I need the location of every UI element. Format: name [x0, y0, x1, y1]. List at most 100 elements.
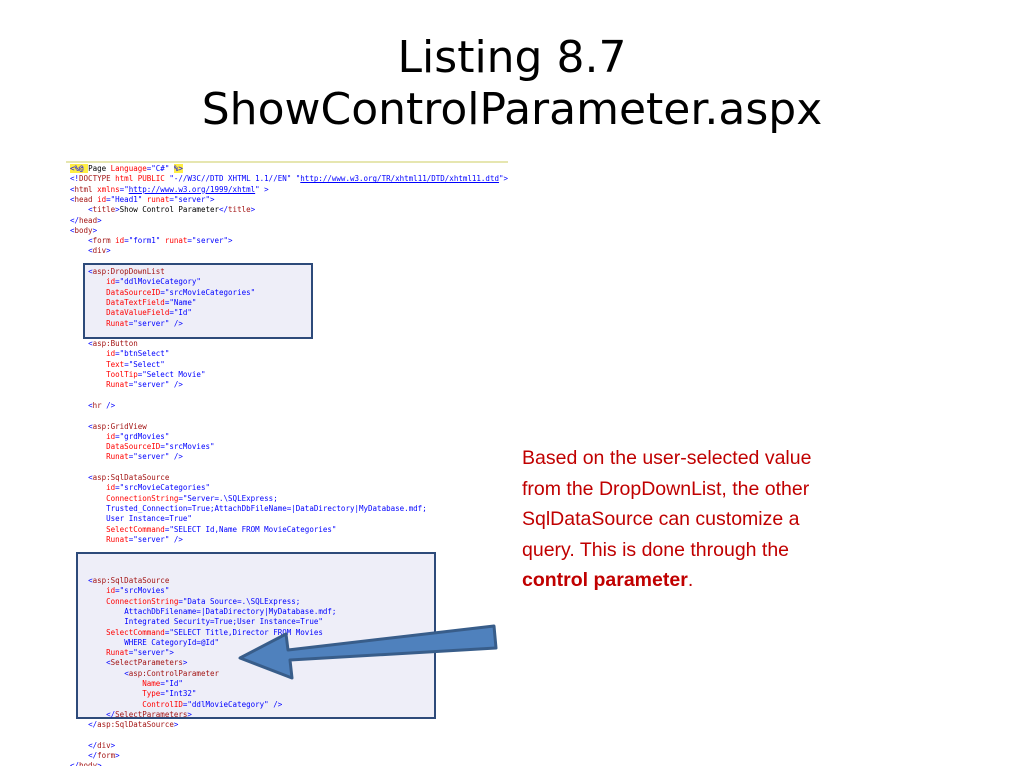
code-token: </	[219, 205, 229, 215]
code-token: head	[79, 215, 98, 225]
code-token: =	[119, 184, 125, 194]
code-token: id	[106, 431, 116, 441]
code-token: Show Control Parameter	[119, 205, 220, 215]
code-token: <	[88, 267, 93, 276]
code-token: <	[88, 400, 93, 410]
code-line: </body>	[70, 761, 102, 766]
code-token	[70, 710, 106, 719]
code-token: body	[79, 761, 98, 766]
code-token: >	[97, 215, 102, 225]
code-token: "Data Source=.\SQLExpress;	[182, 596, 301, 606]
code-token	[70, 277, 106, 286]
code-line: AttachDbFilename=|DataDirectory|MyDataba…	[70, 607, 336, 617]
code-token	[70, 679, 142, 688]
code-token	[70, 319, 106, 328]
code-token: "Name"	[169, 297, 197, 307]
code-line: SelectCommand="SELECT Id,Name FROM Movie…	[70, 525, 336, 535]
code-token	[70, 638, 124, 647]
code-token	[70, 597, 106, 606]
code-token: <	[88, 576, 93, 585]
code-line: Type="Int32"	[70, 689, 196, 699]
code-token	[70, 607, 124, 616]
code-token: title	[228, 205, 251, 215]
code-token	[70, 689, 142, 698]
code-token: />	[173, 534, 183, 544]
code-token	[70, 628, 106, 637]
code-token: "Id"	[164, 679, 183, 688]
code-token: =	[164, 627, 170, 637]
code-token: >	[228, 236, 233, 246]
code-line: </asp:SqlDataSource>	[70, 720, 178, 730]
code-line: ControlID="ddlMovieCategory" />	[70, 700, 282, 710]
code-token	[70, 494, 106, 503]
code-token: "Select Movie"	[142, 370, 206, 379]
code-token	[70, 576, 88, 585]
code-token: User Instance=True"	[106, 514, 192, 524]
code-token: DataSourceID	[106, 287, 161, 297]
code-token	[70, 349, 106, 358]
code-token: html	[74, 184, 93, 194]
code-token: "C#"	[151, 164, 170, 173]
code-token: <	[88, 205, 93, 215]
code-line: ToolTip="Select Movie"	[70, 370, 205, 380]
code-line: Integrated Security=True;User Instance=T…	[70, 617, 323, 627]
code-token: =	[115, 483, 120, 493]
code-token: Runat	[106, 648, 129, 658]
code-token: =	[128, 318, 134, 328]
code-line: id="srcMovies"	[70, 586, 169, 596]
code-line: DataTextField="Name"	[70, 298, 196, 308]
code-token: "SELECT Id,Name FROM MovieCategories"	[169, 524, 337, 534]
code-token: DataValueField	[106, 308, 170, 318]
code-token: >	[110, 740, 116, 750]
code-token: ControlID	[142, 699, 183, 709]
code-token: "srcMovieCategories"	[164, 287, 256, 297]
arrow-shape	[238, 624, 498, 680]
code-line: <asp:GridView	[70, 422, 147, 432]
code-token: http://www.w3.org/1999/xhtml	[128, 184, 256, 194]
code-token	[70, 514, 106, 523]
code-token: asp:GridView	[92, 421, 147, 431]
code-token: SelectParameters	[110, 658, 183, 668]
code-token: </	[88, 751, 98, 761]
code-line: <asp:SqlDataSource	[70, 576, 169, 586]
code-line: Text="Select"	[70, 360, 165, 370]
code-token: >	[209, 194, 215, 204]
code-token	[70, 617, 124, 626]
code-token: asp:SqlDataSource	[97, 720, 174, 730]
code-token: <	[70, 225, 75, 235]
code-token	[70, 720, 88, 729]
code-token: "ddlMovieCategory"	[119, 277, 201, 287]
code-line: User Instance=True"	[70, 514, 192, 524]
code-token: <	[88, 236, 93, 246]
code-token: Language	[110, 164, 147, 173]
code-token: =	[169, 308, 174, 318]
code-token: "Head1"	[110, 194, 143, 204]
code-line: id="grdMovies"	[70, 432, 169, 442]
code-token	[70, 288, 106, 297]
code-token: />	[173, 452, 183, 462]
code-token: =	[137, 370, 143, 379]
code-line: <html xmlns="http://www.w3.org/1999/xhtm…	[70, 185, 269, 195]
code-token: =	[178, 493, 183, 503]
code-token: "srcMovieCategories"	[119, 483, 210, 493]
code-token	[70, 700, 142, 709]
code-token: "srcMovies"	[119, 586, 170, 596]
code-token: %>	[173, 164, 183, 173]
code-token	[70, 452, 106, 461]
code-token: Trusted_Connection=True;AttachDbFileName…	[106, 503, 427, 513]
code-token: <	[88, 339, 93, 349]
code-token: >	[173, 720, 179, 730]
code-line: DataValueField="Id"	[70, 308, 192, 318]
code-token: title	[92, 205, 116, 215]
code-token	[70, 442, 106, 451]
code-token	[70, 246, 88, 255]
code-token: SelectParameters	[115, 709, 188, 719]
code-token: div	[97, 740, 111, 750]
code-token	[70, 658, 106, 667]
code-token: "server"	[133, 452, 170, 462]
slide-title: Listing 8.7 ShowControlParameter.aspx	[0, 32, 1024, 136]
code-token: <	[88, 421, 93, 431]
code-token: "server"	[133, 534, 170, 544]
code-token: Runat	[106, 380, 129, 390]
code-token: id	[106, 277, 116, 287]
